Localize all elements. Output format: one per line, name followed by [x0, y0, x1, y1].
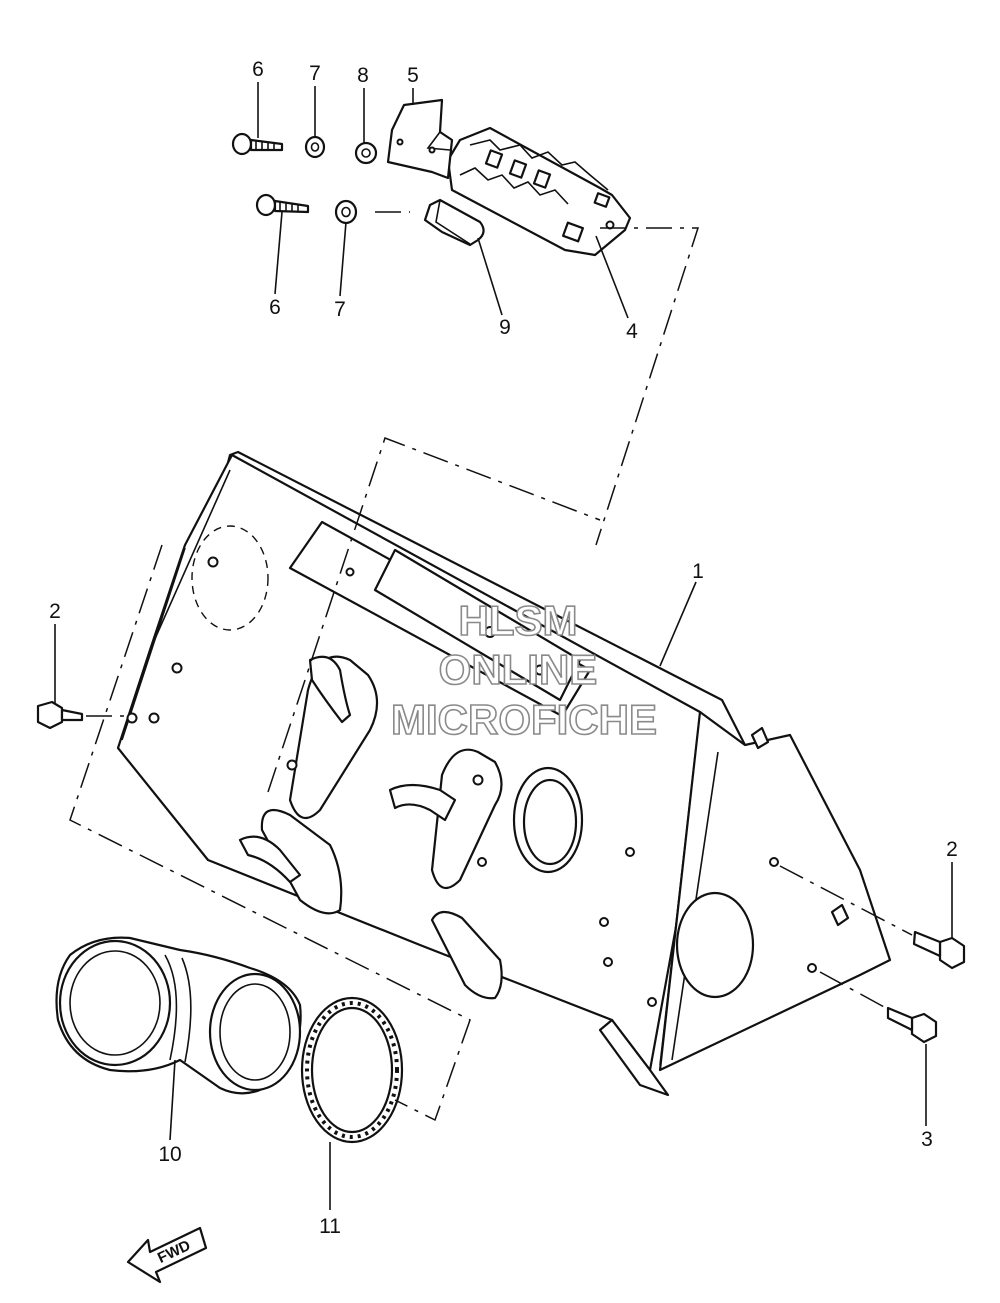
callout-3: 3 — [921, 1128, 933, 1151]
watermark-line-1: HLSM — [459, 597, 578, 644]
washer-top — [304, 135, 326, 159]
callout-2-right: 2 — [946, 838, 958, 861]
callout-9: 9 — [499, 316, 511, 339]
spacer-washer — [354, 141, 378, 165]
callout-11: 11 — [319, 1215, 341, 1238]
watermark-line-2: ONLINE — [439, 646, 598, 693]
bolt-lower — [886, 1006, 938, 1044]
alignment-lines — [69, 211, 913, 1122]
bolt-right — [912, 930, 966, 970]
callout-4: 4 — [626, 320, 638, 343]
rectifier-bracket — [446, 126, 632, 257]
callout-7-bottom: 7 — [334, 298, 346, 321]
callout-1: 1 — [692, 560, 704, 583]
washer-bottom — [334, 199, 358, 225]
intake-joint — [55, 936, 302, 1095]
callout-10: 10 — [158, 1143, 181, 1166]
callout-6-bottom: 6 — [269, 296, 281, 319]
clamp — [423, 198, 485, 247]
screw-top — [231, 132, 284, 156]
watermark: HLSM ONLINE MICROFICHE — [390, 596, 658, 744]
callout-6-top: 6 — [252, 58, 264, 81]
screw-bottom — [255, 193, 310, 217]
callout-8: 8 — [357, 64, 369, 87]
callout-5: 5 — [407, 64, 419, 87]
leader-lines — [54, 82, 953, 1210]
watermark-line-3: MICROFICHE — [391, 696, 657, 743]
bolt-left — [36, 700, 84, 730]
callout-7-top: 7 — [309, 62, 321, 85]
seal-ring — [300, 996, 404, 1144]
small-bracket — [386, 98, 454, 180]
callout-2-left: 2 — [49, 600, 61, 623]
callouts: 6 7 8 5 6 7 9 4 1 2 2 3 10 11 — [49, 58, 958, 1238]
forward-arrow: FWD — [126, 1226, 208, 1284]
